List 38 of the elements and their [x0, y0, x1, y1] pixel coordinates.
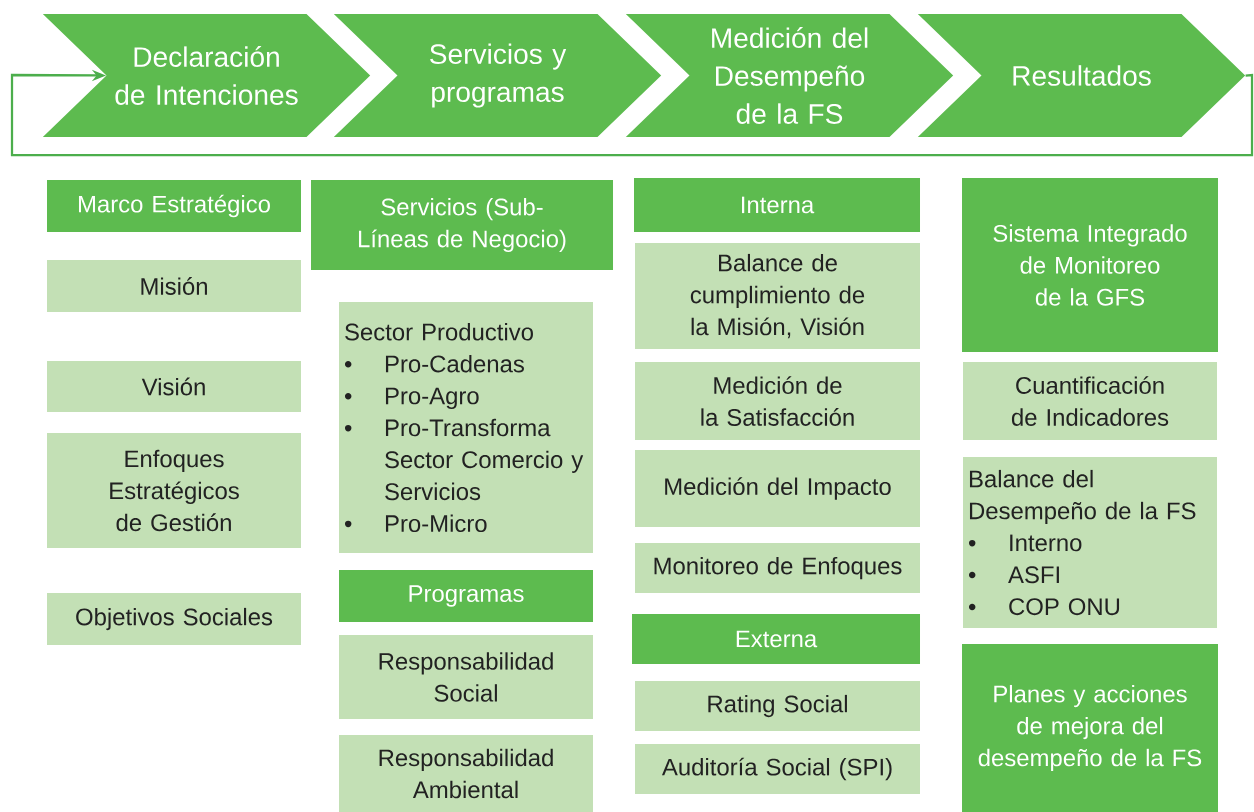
process-box: Monitoreo de Enfoques: [635, 543, 920, 593]
list-box: Sector Productivo • Pro-Cadenas • Pro-Agro • Pro-Transforma Sector Comercio y Servicios • Pro-Micro: [339, 302, 593, 553]
header-box: Sistema Integrado de Monitoreo de la GFS: [962, 178, 1218, 352]
header-box: Externa: [632, 614, 920, 664]
header-box: Interna: [634, 178, 920, 232]
bullet: •: [968, 571, 976, 579]
process-box: Balance de cumplimiento de la Misión, Visión: [635, 243, 920, 349]
process-box: Responsabilidad Ambiental: [339, 735, 593, 812]
process-box: Visión: [47, 361, 301, 412]
chevron-box: Medición del Desempeño de la FS: [625, 14, 954, 137]
process-box: Responsabilidad Social: [339, 635, 593, 719]
process-box: Medición de la Satisfacción: [635, 362, 920, 440]
process-box: Misión: [47, 260, 301, 312]
header-box: Planes y acciones de mejora del desempeño de la FS: [962, 644, 1218, 812]
chevron-box: Servicios y programas: [333, 14, 662, 137]
header-box: Servicios (Sub-Líneas de Negocio): [311, 180, 613, 270]
process-box: Enfoques Estratégicos de Gestión: [47, 433, 301, 548]
chevron-box: Declaración de Intenciones: [42, 14, 371, 137]
header-box: Marco Estratégico: [47, 180, 301, 232]
bullet: •: [344, 520, 352, 528]
bullet: •: [344, 361, 352, 368]
node-label: Medición del Desempeño de la FS: [712, 27, 868, 124]
process-box: Cuantificación de Indicadores: [963, 362, 1217, 440]
feedback-arrow: [10, 69, 1254, 157]
header-box: Programas: [339, 570, 593, 622]
bullet: •: [968, 603, 976, 611]
bullet: •: [968, 539, 976, 547]
node-label: Servicios y programas: [430, 43, 567, 108]
process-box: Rating Social: [635, 681, 920, 731]
bullet: •: [344, 392, 352, 400]
process-box: Auditoría Social (SPI): [635, 744, 920, 794]
process-box: Medición del Impacto: [635, 450, 920, 527]
chevron-box: Resultados: [917, 14, 1246, 137]
process-box: Objetivos Sociales: [47, 593, 301, 645]
node-label: Declaración de Intenciones: [115, 46, 298, 105]
list-box: Balance del Desempeño de la FS • Interno • ASFI • COP ONU: [963, 457, 1217, 628]
node-label: Resultados: [1013, 65, 1151, 86]
bullet: •: [344, 424, 352, 432]
